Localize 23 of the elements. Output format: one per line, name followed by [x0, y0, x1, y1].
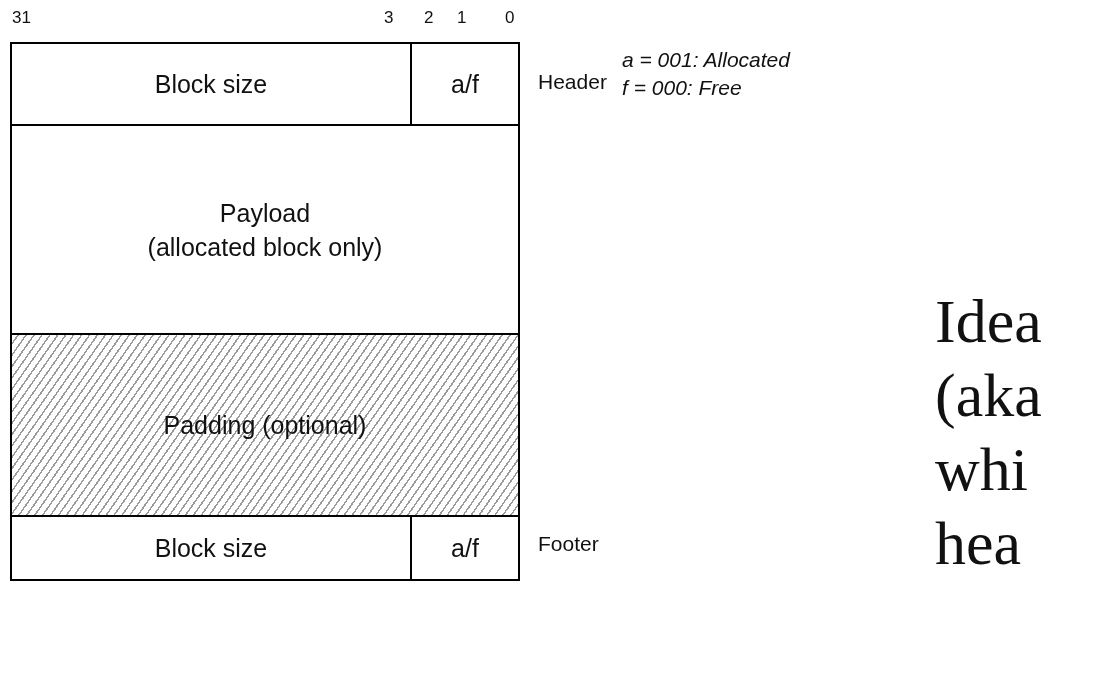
bit-number: 0: [505, 8, 515, 28]
cell-text: Payload: [219, 197, 311, 229]
flag-cell: [410, 42, 520, 126]
field-cell: [10, 515, 412, 581]
cell-text: a/f: [451, 533, 479, 563]
cell-text: Padding (optional): [163, 411, 367, 439]
row-label: Footer: [538, 532, 599, 556]
cell-text: Block size: [154, 69, 268, 99]
cell-text: a/f: [451, 69, 479, 99]
flag-cell: [410, 515, 520, 581]
cell-text: Block size: [154, 533, 268, 563]
bit-number: 31: [12, 8, 31, 28]
bit-number: 2: [424, 8, 434, 28]
legend-note: a = 001: Allocated: [622, 48, 790, 72]
payload-region: [10, 124, 520, 335]
cell-text: (allocated block only): [147, 231, 383, 263]
bit-number: 3: [384, 8, 394, 28]
bit-number: 1: [457, 8, 467, 28]
field-cell: [10, 42, 412, 126]
legend-note: f = 000: Free: [622, 76, 742, 100]
note-text: Idea (aka whi hea: [935, 286, 1043, 579]
row-label: Header: [538, 70, 607, 94]
padding-region: [10, 333, 520, 517]
